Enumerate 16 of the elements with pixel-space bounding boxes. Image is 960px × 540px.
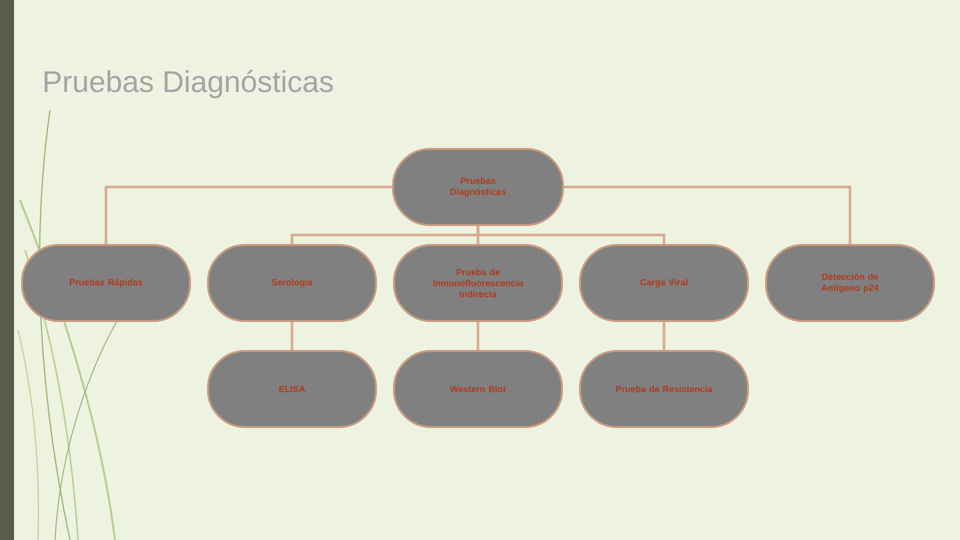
- rounded-box: Pruebas Diagnósticas: [392, 148, 564, 226]
- connector-line: [476, 226, 666, 244]
- connector-line: [104, 186, 392, 244]
- rounded-box: Pruebas Rápidas: [21, 244, 191, 322]
- connector-line: [476, 322, 480, 350]
- rounded-box: Western Blot: [393, 350, 563, 428]
- connector-line: [564, 186, 852, 244]
- rounded-box: Carga Viral: [579, 244, 749, 322]
- rounded-box: Prueba de Resistencia: [579, 350, 749, 428]
- rounded-box: Detección de Antígeno p24: [765, 244, 935, 322]
- rounded-box: Serología: [207, 244, 377, 322]
- rounded-box: ELISA: [207, 350, 377, 428]
- title: Pruebas Diagnósticas: [44, 70, 333, 98]
- rounded-box: Prueba de Inmunofluorescencia Indirecta: [393, 244, 563, 322]
- connector-line: [662, 322, 666, 350]
- connector-line: [290, 322, 294, 350]
